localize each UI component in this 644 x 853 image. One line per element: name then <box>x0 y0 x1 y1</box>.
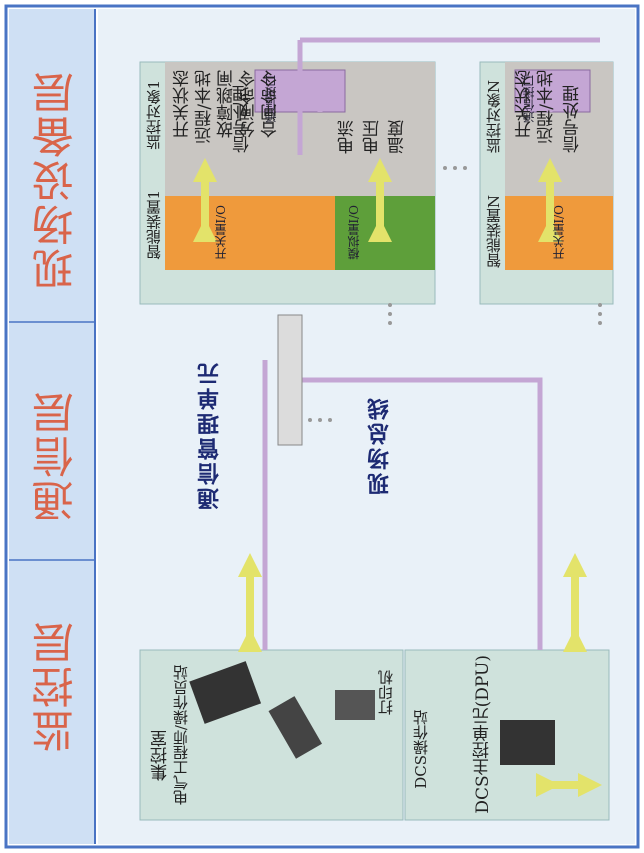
deviceN-name: 智能装置N <box>485 195 503 269</box>
target1-title: 监控对象1 <box>145 80 163 150</box>
operator-station-label: 电气工程师/操作员站 <box>172 665 190 806</box>
ellipsis-dots <box>308 166 602 422</box>
control-room-panel <box>139 649 404 821</box>
dcs-station-label: DCS操作站 <box>412 710 430 789</box>
layer-comm-label: 通信层 <box>31 390 80 522</box>
printer-label: 打印机 <box>377 670 395 715</box>
data-arrows <box>193 158 602 797</box>
operator-computer-icon <box>189 661 322 759</box>
targetN-title: 监控对象N <box>485 80 503 154</box>
dcs-computer-icon <box>500 720 555 765</box>
layer-monitor-label: 监控层 <box>31 620 80 752</box>
target1-analog-item: 电压 <box>363 120 383 154</box>
targetN-item: 远程/本地 <box>537 70 557 144</box>
dcs-dpu-label: DCS主控单元(DPU) <box>473 655 493 814</box>
fieldbus-lines <box>262 37 600 650</box>
deviceN-signal-label: 信号处理 <box>563 85 583 153</box>
deviceN-switch-io-label: 开关量I/O <box>552 205 566 260</box>
target1-analog-item: 温度 <box>388 120 408 154</box>
printer-icon <box>335 690 375 720</box>
device1-analog-io-label: 模拟量I/O <box>347 205 361 260</box>
target1-analog-item: 电流 <box>338 120 358 154</box>
device1-switch-io <box>165 196 335 270</box>
device1-name: 智能装置1 <box>145 190 163 260</box>
target1-item: 合闸命令 <box>261 70 281 138</box>
device1-switch-io-label: 开关量I/O <box>214 205 228 260</box>
comm-unit-box <box>277 314 303 446</box>
fieldbus-label: 现场总线 <box>368 395 393 495</box>
layer-field-label: 现场设备层 <box>31 70 80 290</box>
comm-unit-label: 通信管理单元 <box>198 360 223 510</box>
layer-band <box>9 9 95 844</box>
